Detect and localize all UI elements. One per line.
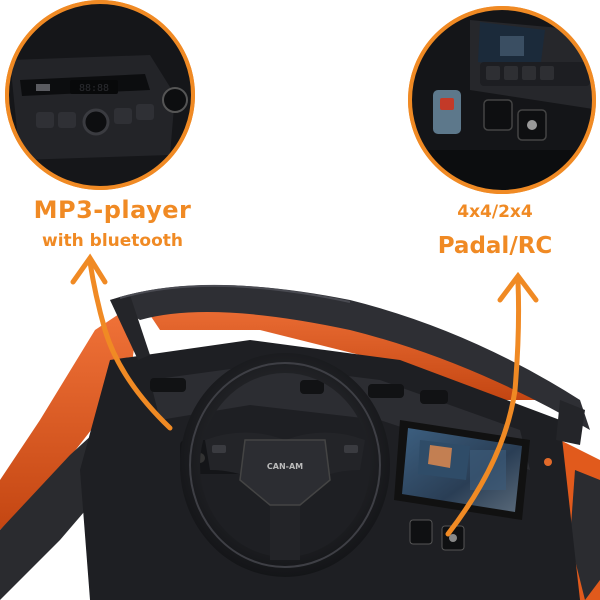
right-callout-arrow [445,271,539,537]
drive-switch-closeup [408,6,596,194]
drive-mode-label: 4x4/2x4 [457,202,533,222]
ride-on-car: CAN-AM [0,284,600,600]
steering-badge: CAN-AM [267,462,303,471]
mp3-player-label: MP3-player [33,196,192,224]
car-body-left [0,300,140,530]
steering-wheel: CAN-AM [180,353,390,577]
bluetooth-label: with bluetooth [41,231,184,251]
mp3-player-closeup: 88:88 [5,0,195,190]
car-hood [140,290,540,400]
roll-bar [110,285,590,430]
dash-display [394,420,530,520]
mp3-display-readout: 88:88 [79,83,109,94]
drive-mode-switch [409,519,433,545]
left-callout-arrow [70,253,173,431]
control-mode-label: Padal/RC [437,233,553,259]
